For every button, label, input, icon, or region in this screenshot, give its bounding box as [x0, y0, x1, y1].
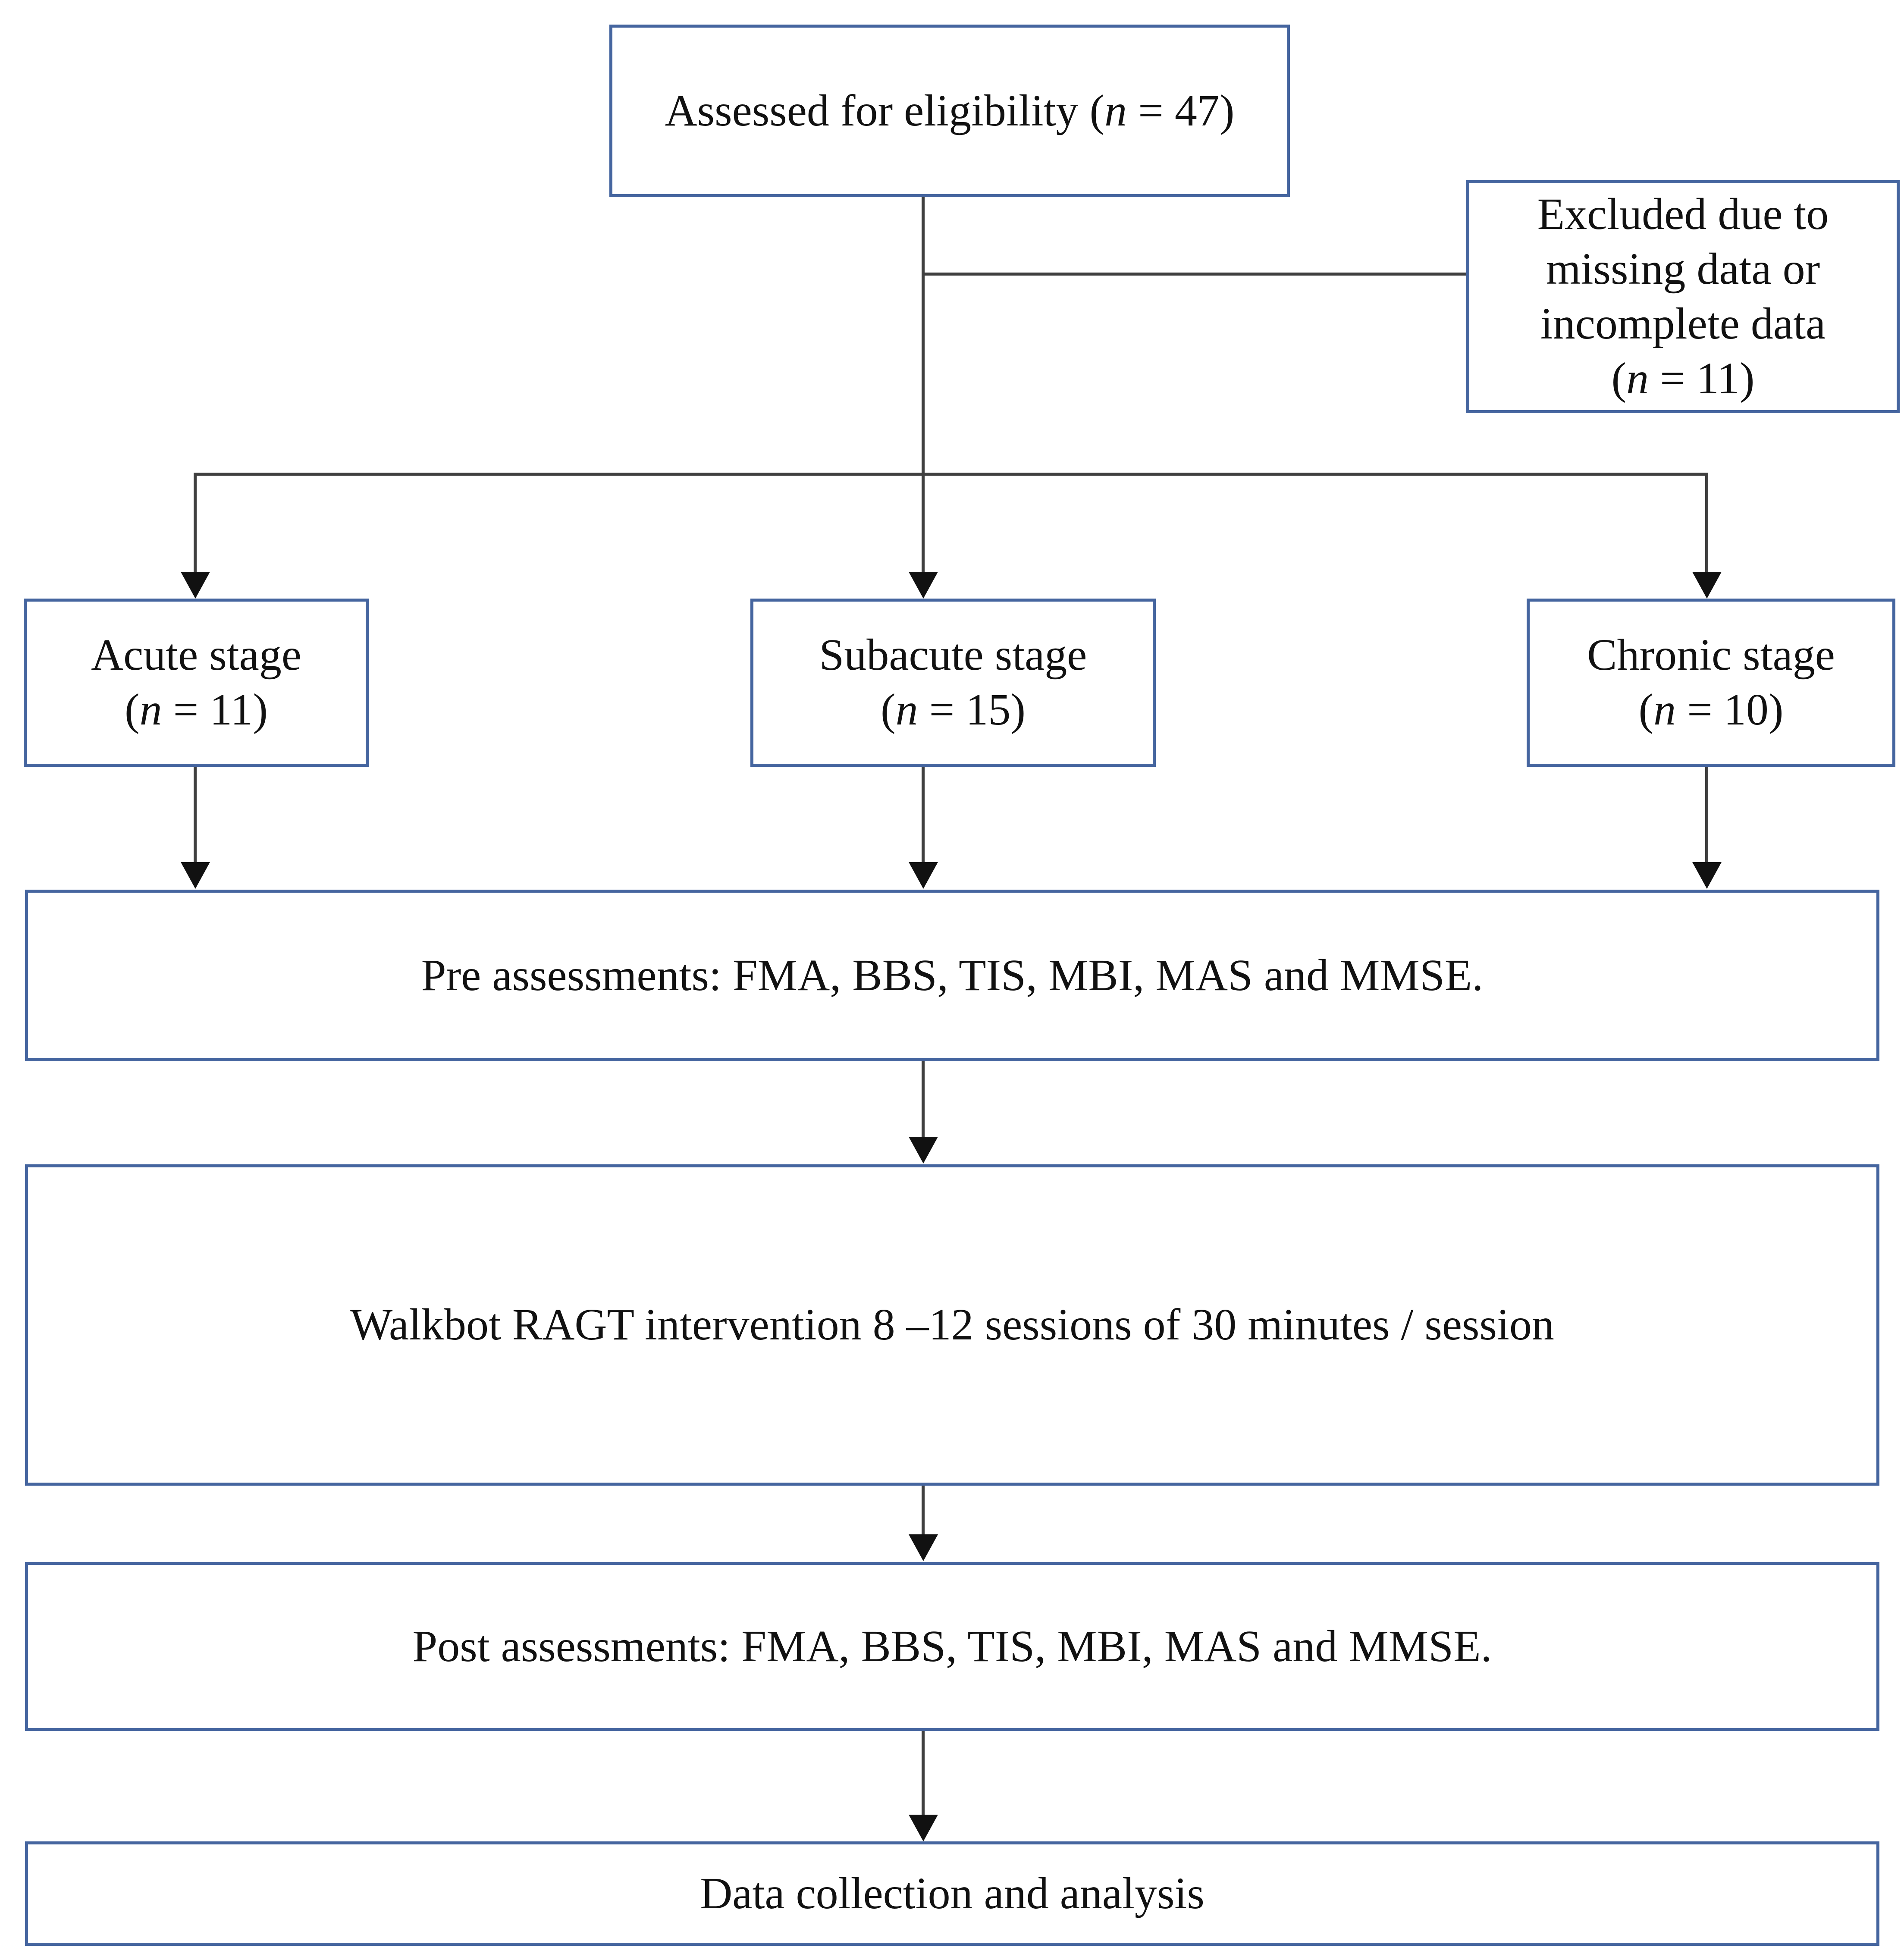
node-assessed-for-eligibility: Assessed for eligibility (n = 47) [609, 25, 1290, 197]
node-data-collection-label: Data collection and analysis [700, 1868, 1205, 1918]
node-subacute-stage-label: Subacute stage (n = 15) [753, 628, 1153, 737]
node-chronic-stage: Chronic stage (n = 10) [1527, 599, 1895, 767]
node-pre-assessments: Pre assessments: FMA, BBS, TIS, MBI, MAS… [25, 890, 1879, 1061]
arrowhead-into-chronic [1692, 572, 1722, 599]
arrowhead-intervention-to-post [909, 1534, 938, 1561]
arrowhead-acute-to-pre [181, 862, 210, 889]
node-subacute-stage: Subacute stage (n = 15) [750, 599, 1156, 767]
connector-chronic-to-pre [1705, 767, 1708, 863]
node-pre-assessments-label: Pre assessments: FMA, BBS, TIS, MBI, MAS… [421, 950, 1484, 1000]
arrowhead-pre-to-intervention [909, 1137, 938, 1163]
subacute-paren-open: ( [881, 685, 896, 734]
node-post-assessments-label: Post assessments: FMA, BBS, TIS, MBI, MA… [412, 1621, 1492, 1671]
connector-drop-chronic [1705, 473, 1708, 573]
connector-stage-branch-bar [194, 473, 1708, 476]
connector-pre-to-intervention [922, 1061, 925, 1137]
connector-drop-acute [194, 473, 197, 573]
connector-post-to-data-collection [922, 1731, 925, 1815]
chronic-n-symbol: n [1653, 685, 1676, 734]
node-walkbot-intervention: Walkbot RAGT intervention 8 –12 sessions… [25, 1164, 1879, 1486]
excluded-paren-open: ( [1611, 353, 1627, 403]
arrowhead-post-to-data-collection [909, 1815, 938, 1841]
excluded-line-1: Excluded due to [1537, 189, 1829, 239]
connector-acute-to-pre [194, 767, 197, 863]
excluded-line-2: missing data or [1546, 244, 1820, 294]
arrowhead-chronic-to-pre [1692, 862, 1722, 889]
subacute-n-symbol: n [895, 685, 918, 734]
subacute-count: = 15) [918, 685, 1026, 734]
connector-subacute-to-pre [922, 767, 925, 863]
excluded-n-symbol: n [1626, 353, 1649, 403]
subacute-title: Subacute stage [819, 630, 1087, 680]
connector-eligibility-trunk [922, 196, 925, 476]
node-acute-stage: Acute stage (n = 11) [24, 599, 369, 767]
chronic-paren-open: ( [1638, 685, 1654, 734]
chronic-title: Chronic stage [1587, 630, 1835, 680]
arrowhead-into-acute [181, 572, 210, 599]
connector-intervention-to-post [922, 1486, 925, 1535]
node-data-collection: Data collection and analysis [25, 1841, 1879, 1946]
arrowhead-into-subacute [909, 572, 938, 599]
acute-title: Acute stage [91, 630, 301, 680]
arrowhead-subacute-to-pre [909, 862, 938, 889]
eligibility-prefix: Assessed for eligibility ( [665, 85, 1105, 135]
acute-count: = 11) [162, 685, 268, 734]
node-assessed-for-eligibility-label: Assessed for eligibility (n = 47) [612, 84, 1287, 138]
connector-to-excluded [922, 273, 1469, 276]
eligibility-n-symbol: n [1104, 85, 1127, 135]
excluded-count: = 11) [1649, 353, 1755, 403]
excluded-line-3: incomplete data [1540, 299, 1826, 348]
acute-n-symbol: n [139, 685, 162, 734]
node-chronic-stage-label: Chronic stage (n = 10) [1530, 628, 1892, 737]
node-post-assessments: Post assessments: FMA, BBS, TIS, MBI, MA… [25, 1562, 1879, 1731]
eligibility-suffix: = 47) [1127, 85, 1235, 135]
node-acute-stage-label: Acute stage (n = 11) [27, 628, 366, 737]
chronic-count: = 10) [1676, 685, 1784, 734]
connector-drop-subacute [922, 473, 925, 573]
node-walkbot-intervention-label: Walkbot RAGT intervention 8 –12 sessions… [350, 1300, 1554, 1350]
acute-paren-open: ( [124, 685, 140, 734]
